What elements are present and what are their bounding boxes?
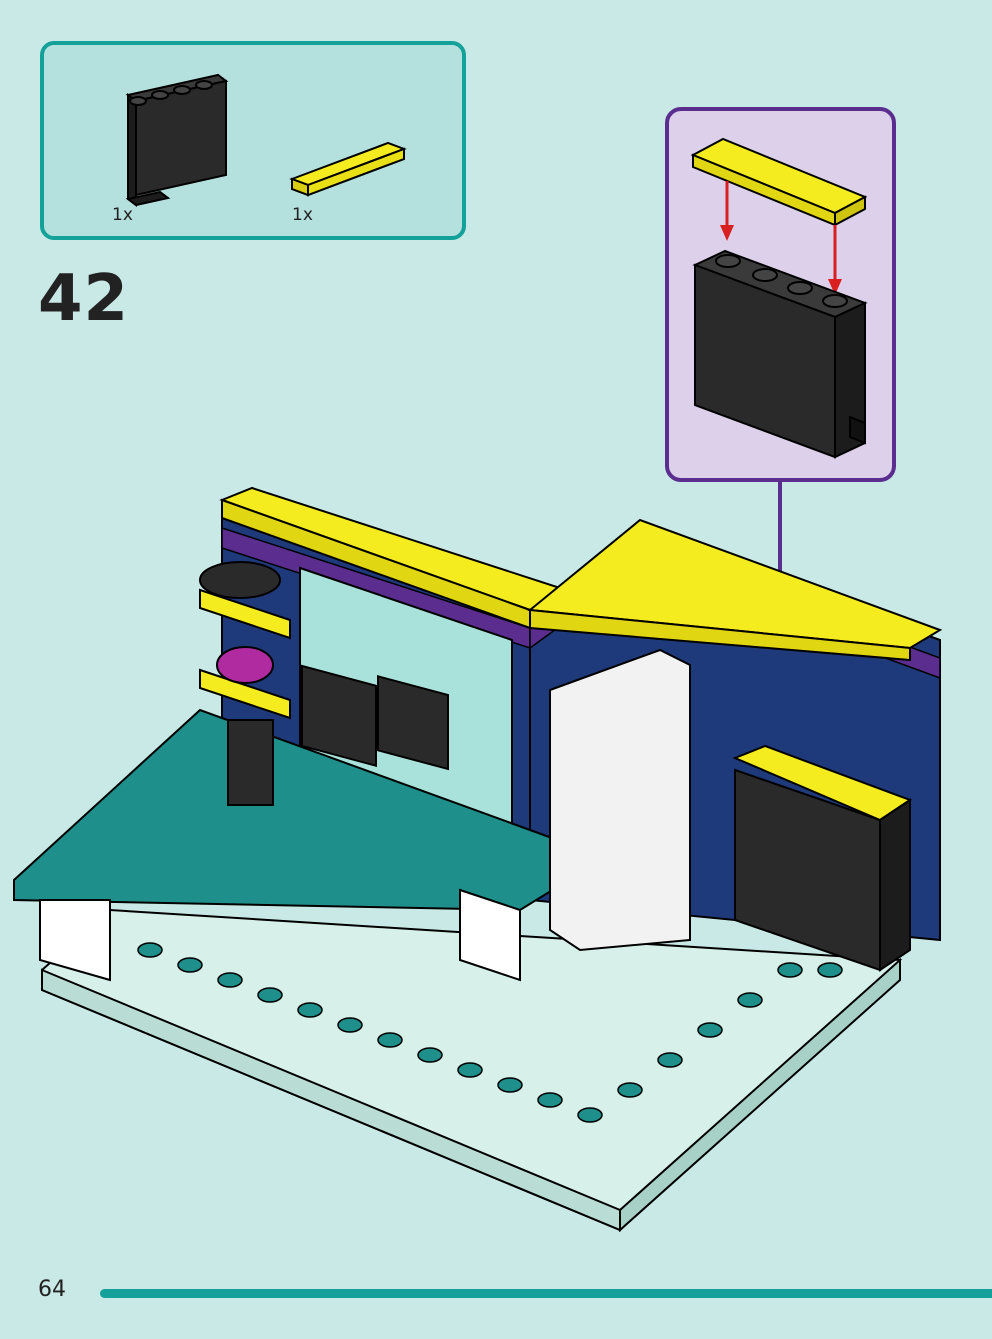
monitor-right [377, 675, 449, 771]
parts-list-box: 1x 1x [40, 41, 466, 240]
yellow-tile-icon [289, 141, 407, 197]
down-arrow-icon [720, 181, 842, 295]
model-assembly-illustration [13, 486, 943, 1233]
page-rule [100, 1289, 992, 1298]
part-1-qty: 1x [112, 205, 133, 225]
callout-box [665, 107, 896, 482]
pc-tower [227, 719, 274, 806]
part-2-qty: 1x [292, 205, 313, 225]
step-number: 42 [38, 262, 130, 336]
callout-illustration [690, 137, 868, 459]
game-controller-icon [199, 561, 281, 599]
fridge [549, 648, 691, 952]
page-number: 64 [38, 1277, 66, 1302]
pink-piggy-icon [216, 646, 274, 684]
black-panel-icon [125, 73, 229, 207]
monitor-left [301, 664, 377, 768]
